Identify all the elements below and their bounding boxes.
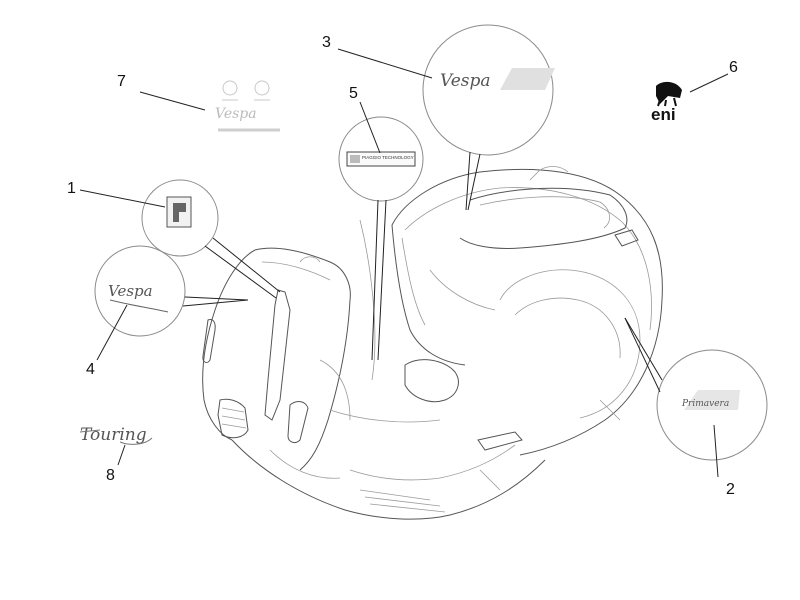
- callout-number-4: 4: [86, 361, 95, 378]
- scooter-body: [202, 166, 663, 520]
- leader-lines: [79, 48, 729, 478]
- vespa-ticket-decal-faded: Vespa: [215, 80, 280, 132]
- callout-number-2: 2: [726, 481, 735, 498]
- callout-numbers: 1 2 3 4 5 6 7 8: [67, 34, 738, 498]
- callout-number-8: 8: [106, 467, 115, 484]
- vespa-logo-small: Vespa: [108, 282, 153, 300]
- leader-line-8: [117, 444, 126, 466]
- touring-logo: Touring: [79, 425, 153, 445]
- leader-line-2: [713, 424, 719, 478]
- callout-number-6: 6: [729, 59, 738, 76]
- callout-bubble-5: PIAGGIO TECHNOLOGY: [338, 116, 424, 361]
- callout-number-5: 5: [349, 85, 358, 102]
- vespa-logo-large: Vespa: [440, 71, 491, 91]
- piaggio-technology-plate-text: PIAGGIO TECHNOLOGY: [362, 155, 414, 160]
- touring-text: Touring: [80, 425, 147, 445]
- leader-line-4: [96, 304, 128, 361]
- leader-line-7: [139, 91, 206, 111]
- callout-number-3: 3: [322, 34, 331, 51]
- callout-number-7: 7: [117, 73, 126, 90]
- leader-line-5: [359, 101, 381, 154]
- callout-bubble-3: Vespa: [422, 24, 555, 211]
- callout-bubble-1: [141, 179, 281, 299]
- callout-bubble-4: Vespa: [94, 245, 249, 337]
- leader-line-3: [337, 48, 433, 79]
- leader-line-1: [79, 189, 166, 208]
- eni-text: eni: [651, 105, 676, 124]
- vespa-faded-logo: Vespa: [215, 106, 257, 122]
- leader-line-6: [689, 73, 729, 93]
- eni-logo: eni: [649, 80, 687, 124]
- primavera-logo: Primavera: [681, 399, 729, 409]
- callout-number-1: 1: [67, 180, 76, 197]
- callout-bubble-2: Primavera: [624, 317, 768, 461]
